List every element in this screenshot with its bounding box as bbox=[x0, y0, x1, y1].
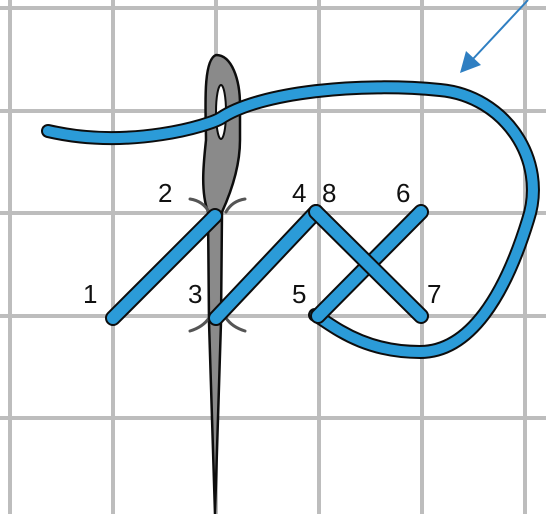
label-3: 3 bbox=[188, 279, 202, 309]
label-5: 5 bbox=[292, 279, 306, 309]
label-8: 8 bbox=[322, 178, 336, 208]
label-2: 2 bbox=[158, 178, 172, 208]
label-1: 1 bbox=[83, 279, 97, 309]
label-6: 6 bbox=[396, 178, 410, 208]
tension-marks bbox=[188, 197, 247, 333]
label-7: 7 bbox=[427, 279, 441, 309]
working-thread bbox=[41, 80, 540, 359]
direction-arrow bbox=[460, 0, 529, 73]
label-4: 4 bbox=[292, 178, 306, 208]
stitches bbox=[105, 204, 429, 326]
stitch-numbers: 1 2 3 4 8 5 6 7 bbox=[83, 178, 441, 309]
